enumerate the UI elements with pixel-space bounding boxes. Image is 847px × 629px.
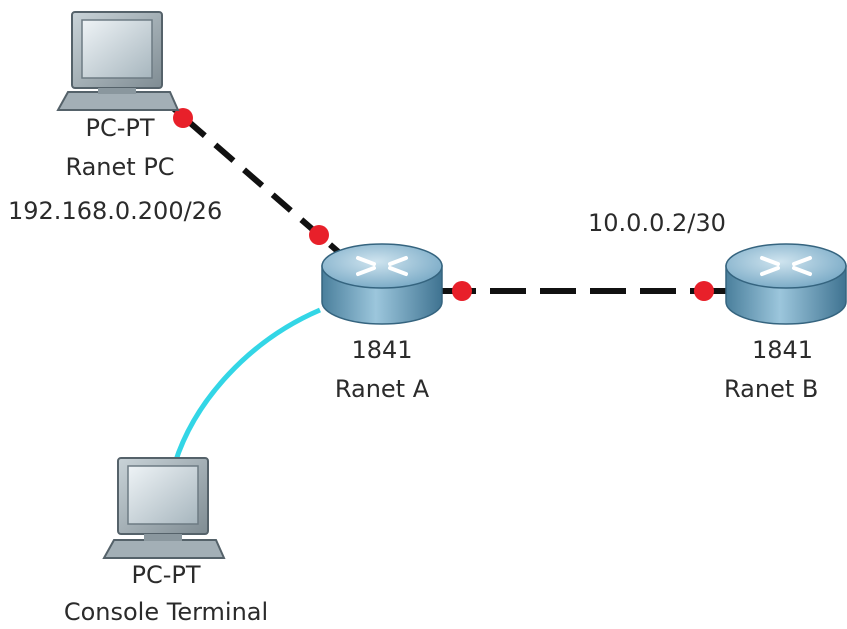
device-model-label: PC-PT [85,114,155,142]
pc-icon[interactable] [56,11,180,111]
link-status-dot [694,281,714,301]
console-cable[interactable] [172,307,321,464]
device-model-label: PC-PT [131,561,201,589]
device-name-label: Ranet PC [65,153,175,181]
link-status-dot [173,108,193,128]
device-model-label: 1841 [752,336,814,364]
device-name-label: Ranet B [724,375,819,403]
router-icon[interactable] [725,243,847,325]
pc-icon[interactable] [102,457,226,559]
device-model-label: 1841 [351,336,413,364]
link-status-dot [452,281,472,301]
ip-address-label: 192.168.0.200/26 [8,197,223,225]
link-status-dot [309,225,329,245]
device-name-label: Ranet A [334,375,430,403]
ip-address-label: 10.0.0.2/30 [588,209,726,237]
router-icon[interactable] [321,243,443,325]
device-name-label: Console Terminal [63,598,269,626]
